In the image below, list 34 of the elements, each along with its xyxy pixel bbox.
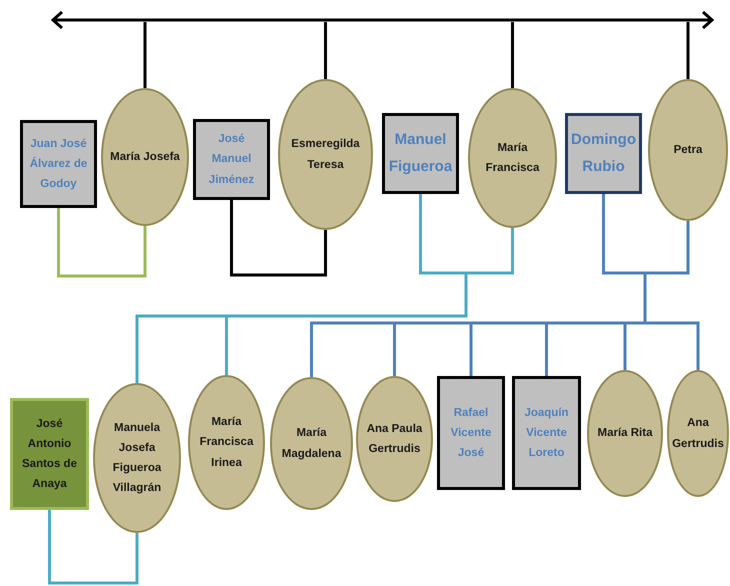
connector-line	[225, 228, 514, 375]
person-name: Ana Paula Gertrudis	[366, 422, 424, 457]
connector-line	[48, 510, 138, 584]
person-name: José Manuel Jiménez	[208, 132, 256, 188]
timeline-arrow	[50, 10, 715, 30]
connector-line	[144, 22, 146, 88]
person-name: María Magdalena	[280, 426, 342, 462]
person-name: María Rita	[598, 426, 652, 442]
connector-line	[324, 22, 327, 79]
person-name: Ana Gertrudis	[672, 416, 724, 452]
person-name: Petra	[674, 142, 702, 158]
person-name: María Francisca	[484, 140, 540, 176]
connector-line	[511, 22, 514, 88]
person-name: Rafael Vicente José	[450, 406, 492, 462]
person-name: Joaquín Vicente Loreto	[523, 406, 570, 462]
connector-line	[230, 200, 327, 276]
person-name: Esmeregilda Teresa	[290, 137, 361, 172]
person-box	[437, 376, 505, 490]
person-name: Manuel Figueroa	[388, 130, 453, 176]
connector-line	[686, 22, 690, 79]
person-name: Juan José Álvarez de Godoy	[28, 136, 88, 192]
connector-line	[644, 221, 700, 370]
person-name: María Francisca Irinea	[198, 415, 254, 471]
connector-line	[57, 208, 146, 278]
person-name: José Antonio Santos de Anaya	[21, 416, 78, 492]
person-box	[512, 376, 581, 490]
person-name: Domingo Rubio	[571, 130, 636, 176]
person-name: Manuela Josefa Figueroa Villagrán	[112, 420, 162, 496]
person-box	[20, 120, 97, 208]
person-box	[10, 398, 89, 510]
person-box	[565, 113, 642, 194]
person-name: María Josefa	[110, 150, 180, 165]
person-box	[193, 119, 270, 200]
person-box	[382, 113, 459, 194]
